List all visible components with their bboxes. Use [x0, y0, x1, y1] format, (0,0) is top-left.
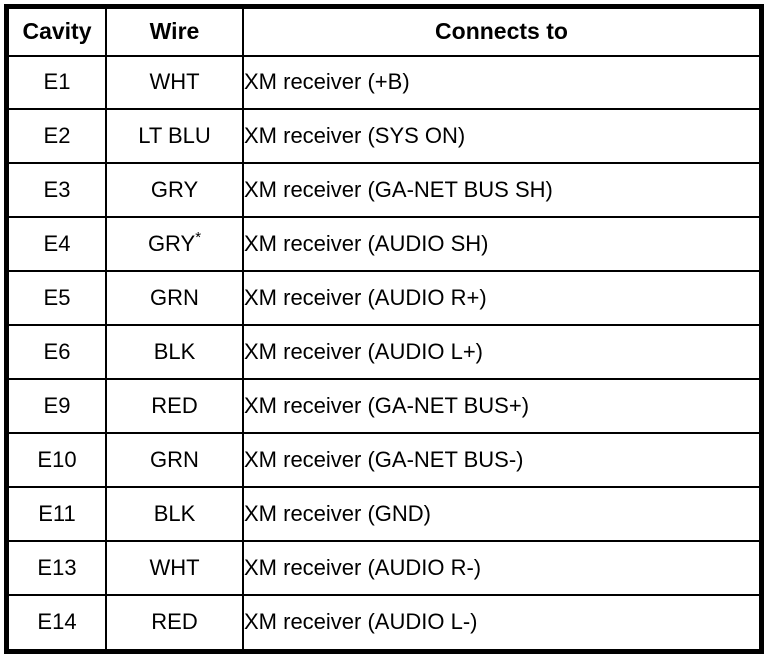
wire-cell: WHT [105, 539, 244, 596]
table-row: E5 GRN XM receiver (AUDIO R+) [5, 270, 763, 327]
table-row: E2 LT BLU XM receiver (SYS ON) [5, 108, 763, 165]
table-header: Cavity Wire Connects to [5, 5, 763, 57]
wire-label: GRN [150, 446, 199, 472]
cavity-cell: E14 [5, 593, 107, 653]
cavity-cell: E1 [5, 54, 107, 111]
connects-cell: XM receiver (GA-NET BUS-) [242, 431, 763, 488]
table-row: E14 RED XM receiver (AUDIO L-) [5, 593, 763, 653]
wire-label: BLK [153, 338, 196, 364]
connects-cell: XM receiver (GA-NET BUS SH) [242, 162, 763, 219]
wire-label: LT BLU [138, 123, 211, 149]
connects-cell: XM receiver (AUDIO L-) [242, 593, 763, 653]
wire-label: WHT [149, 554, 200, 580]
connects-cell: XM receiver (AUDIO R-) [242, 539, 763, 596]
wire-label: BLK [153, 500, 196, 526]
wire-cell: LT BLU [105, 108, 244, 165]
table-row: E6 BLK XM receiver (AUDIO L+) [5, 324, 763, 380]
wire-cell: RED [105, 377, 244, 434]
cavity-cell: E9 [5, 377, 107, 434]
wire-label: WHT [149, 69, 200, 95]
connects-cell: XM receiver (AUDIO R+) [242, 270, 763, 327]
wire-cell: GRY* [105, 216, 244, 273]
cavity-cell: E2 [5, 108, 107, 165]
wire-label: GRY [150, 177, 199, 203]
wire-note-superscript: * [195, 229, 202, 247]
cavity-cell: E11 [5, 485, 107, 542]
table-row: E3 GRY XM receiver (GA-NET BUS SH) [5, 162, 763, 219]
connects-cell: XM receiver (+B) [242, 54, 763, 111]
table-body: E1 WHT XM receiver (+B) E2 LT BLU XM rec… [5, 54, 763, 653]
connects-cell: XM receiver (GA-NET BUS+) [242, 377, 763, 434]
table-row: E9 RED XM receiver (GA-NET BUS+) [5, 377, 763, 434]
cavity-cell: E3 [5, 162, 107, 219]
header-cell-connects: Connects to [242, 5, 763, 57]
cavity-cell: E5 [5, 270, 107, 327]
wire-cell: GRY [105, 162, 244, 219]
wire-cell: GRN [105, 431, 244, 488]
wire-cell: BLK [105, 485, 244, 542]
cavity-cell: E4 [5, 216, 107, 273]
table-row: E1 WHT XM receiver (+B) [5, 54, 763, 111]
wire-cell: RED [105, 593, 244, 653]
connects-cell: XM receiver (AUDIO SH) [242, 216, 763, 273]
wire-label: GRY [147, 231, 196, 257]
table-row: E10 GRN XM receiver (GA-NET BUS-) [5, 431, 763, 488]
wire-label: RED [151, 609, 198, 635]
wire-cell: GRN [105, 270, 244, 327]
table-row: E13 WHT XM receiver (AUDIO R-) [5, 539, 763, 596]
wire-cell: WHT [105, 54, 244, 111]
wire-cell: BLK [105, 324, 244, 380]
connects-cell: XM receiver (AUDIO L+) [242, 324, 763, 380]
connects-cell: XM receiver (GND) [242, 485, 763, 542]
wire-label: RED [151, 392, 198, 418]
connects-cell: XM receiver (SYS ON) [242, 108, 763, 165]
table-row: E4 GRY* XM receiver (AUDIO SH) [5, 216, 763, 273]
cavity-cell: E10 [5, 431, 107, 488]
wire-label: GRN [150, 285, 199, 311]
wiring-table: Cavity Wire Connects to E1 WHT XM receiv… [4, 4, 764, 654]
cavity-cell: E13 [5, 539, 107, 596]
cavity-cell: E6 [5, 324, 107, 380]
header-cell-wire: Wire [105, 5, 244, 57]
header-cell-cavity: Cavity [5, 5, 107, 57]
header-row: Cavity Wire Connects to [5, 5, 763, 57]
table-row: E11 BLK XM receiver (GND) [5, 485, 763, 542]
